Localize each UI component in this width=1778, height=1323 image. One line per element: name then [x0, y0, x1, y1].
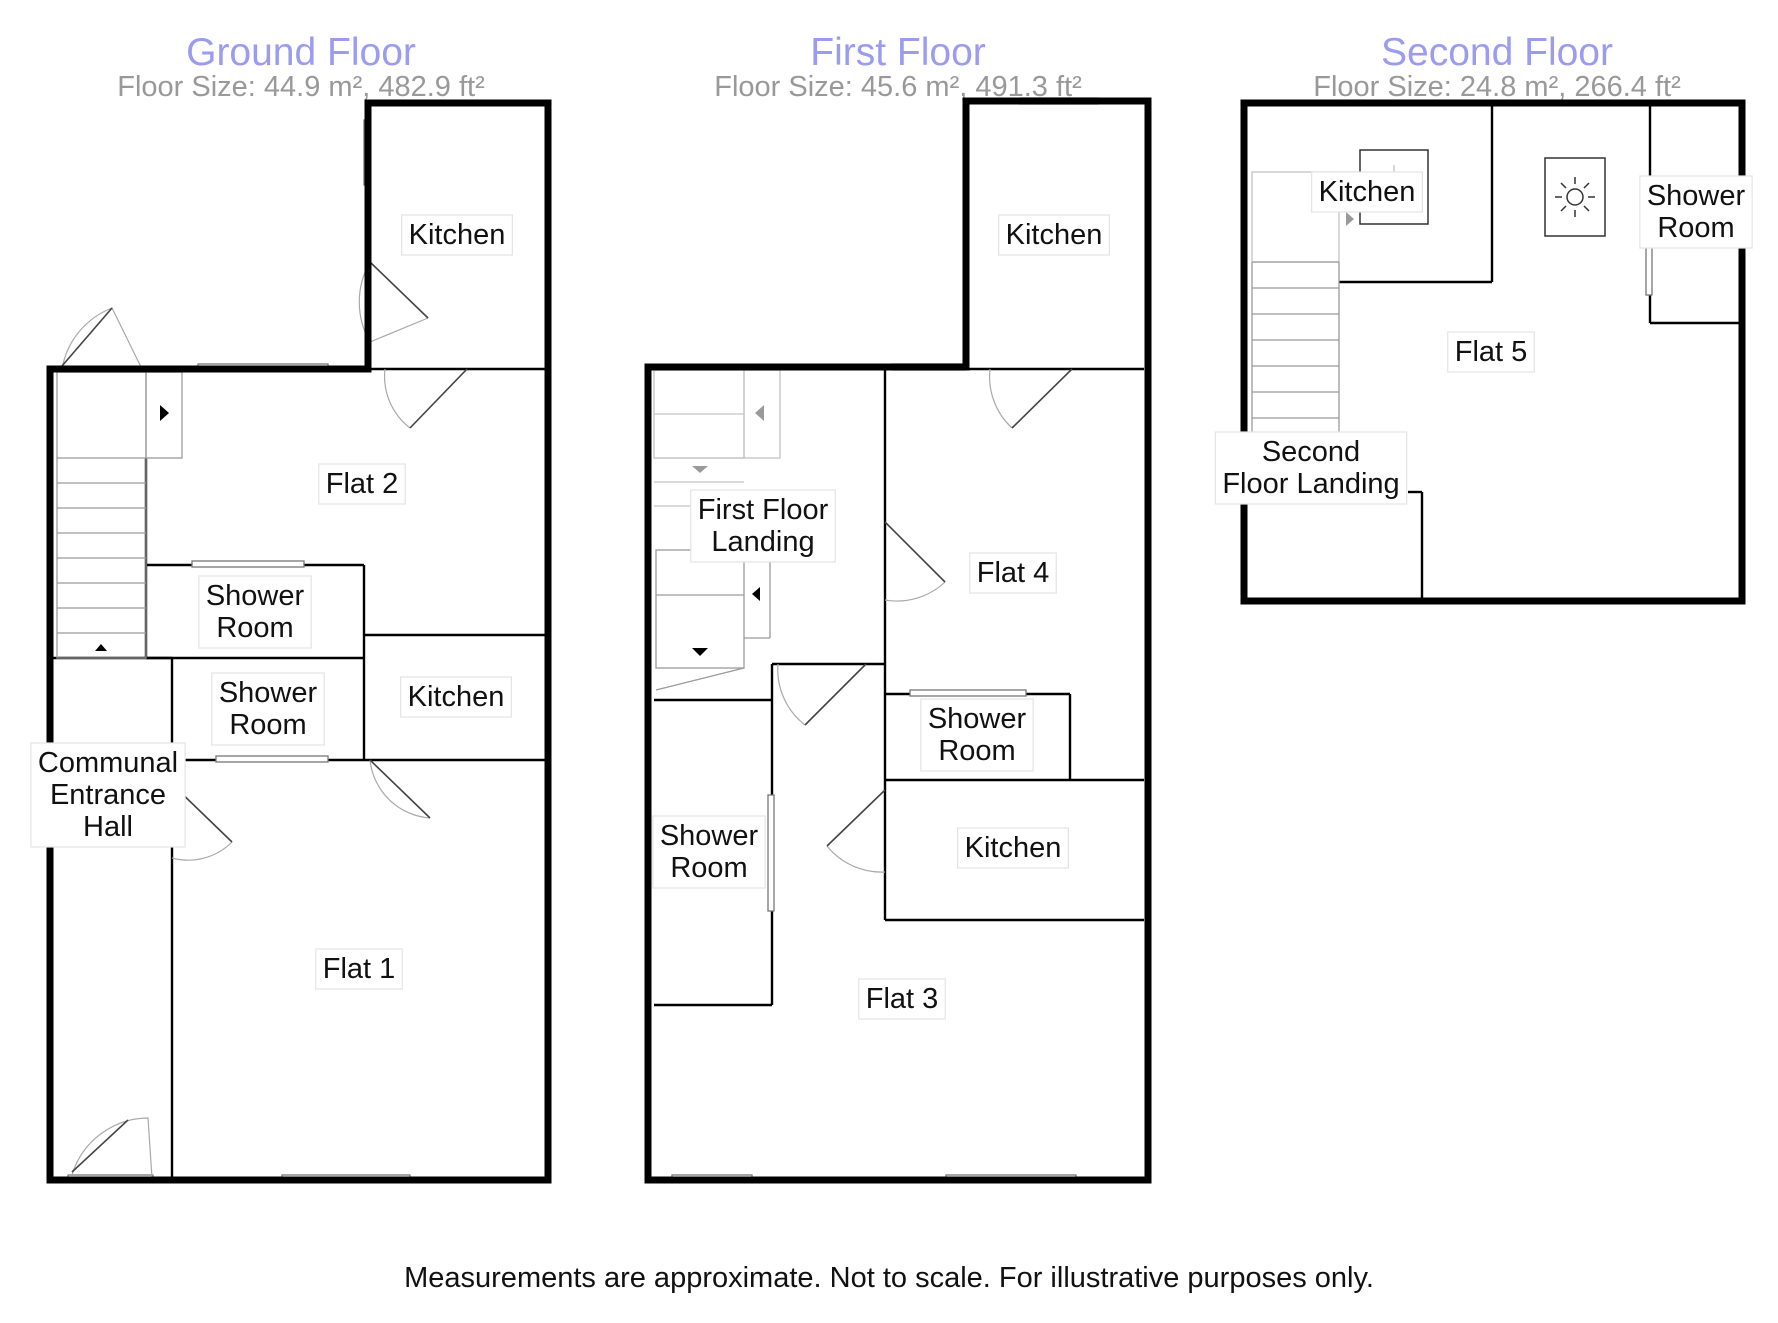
stair-direction-arrow-icon — [160, 405, 169, 421]
ground-floor-title: Ground Floor — [186, 31, 416, 74]
room-label-flat-2: Flat 2 — [318, 463, 406, 505]
room-label-line: Kitchen — [408, 681, 505, 713]
first-floor-stair-down-arrow-icon — [692, 466, 708, 473]
room-label-line: Landing — [711, 526, 814, 558]
room-label-background — [969, 552, 1057, 594]
room-label-line: Second — [1262, 436, 1360, 468]
room-label-background — [957, 827, 1069, 869]
room-label-background — [401, 214, 513, 256]
first-floor-doors — [777, 368, 1073, 873]
room-label-kitchen: Kitchen — [957, 827, 1069, 869]
room-label-line: Room — [938, 735, 1015, 767]
room-label-line: Room — [670, 852, 747, 884]
room-label-kitchen: Kitchen — [400, 676, 512, 718]
room-label-line: Flat 4 — [977, 557, 1050, 589]
room-label-background — [1639, 175, 1753, 249]
room-label-flat-4: Flat 4 — [969, 552, 1057, 594]
room-label-background — [400, 676, 512, 718]
room-label-line: Hall — [83, 811, 133, 843]
first-floor-exterior-wall — [644, 97, 1152, 1184]
second-floor-title: Second Floor — [1381, 31, 1613, 74]
room-label-flat-5: Flat 5 — [1447, 331, 1535, 373]
room-label-line: Shower — [219, 677, 318, 709]
room-label-line: Shower — [206, 580, 305, 612]
room-label-background — [315, 948, 403, 990]
room-label-background — [652, 815, 766, 889]
floor-headings: Ground Floor Floor Size: 44.9 m², 482.9 … — [117, 31, 1681, 103]
second-floor-stair-arrow-icon — [1346, 212, 1354, 226]
room-label-line: Shower — [660, 820, 759, 852]
room-label-line: Kitchen — [965, 832, 1062, 864]
room-label-kitchen: Kitchen — [1311, 171, 1423, 213]
room-label-line: Communal — [38, 747, 178, 779]
room-label-background — [30, 742, 186, 848]
first-floor-plan — [644, 97, 1152, 1184]
room-label-background — [1311, 171, 1423, 213]
room-label-line: Flat 1 — [323, 953, 396, 985]
room-label-background — [198, 575, 312, 649]
room-label-flat-1: Flat 1 — [315, 948, 403, 990]
room-label-line: Shower — [1647, 180, 1746, 212]
ground-floor-exterior-wall — [46, 99, 552, 1184]
room-label-line: Flat 3 — [866, 983, 939, 1015]
room-label-background — [1447, 331, 1535, 373]
first-floor-stair-arrow-icon — [755, 405, 764, 421]
second-floor-size: Floor Size: 24.8 m², 266.4 ft² — [1313, 71, 1681, 103]
room-label-line: Flat 2 — [326, 468, 399, 500]
room-label-line: Room — [229, 709, 306, 741]
ground-floor-size: Floor Size: 44.9 m², 482.9 ft² — [117, 71, 485, 103]
first-floor-stair-down-arrow-icon-2 — [692, 648, 708, 656]
room-label-background — [858, 978, 946, 1020]
room-label-background — [920, 698, 1034, 772]
first-floor-internal-walls — [654, 367, 1144, 1007]
room-label-line: Room — [1657, 212, 1734, 244]
ground-floor-plan — [46, 99, 552, 1184]
room-label-line: Shower — [928, 703, 1027, 735]
disclaimer-text: Measurements are approximate. Not to sca… — [404, 1262, 1374, 1294]
room-label-kitchen: Kitchen — [998, 214, 1110, 256]
room-label-line: First Floor — [698, 494, 829, 526]
ground-floor-staircase — [56, 371, 183, 659]
room-label-line: Kitchen — [1006, 219, 1103, 251]
room-label-line: Floor Landing — [1222, 468, 1399, 500]
room-label-line: Room — [216, 612, 293, 644]
room-label-line: Kitchen — [409, 219, 506, 251]
room-label-flat-3: Flat 3 — [858, 978, 946, 1020]
room-label-background — [1214, 431, 1408, 505]
stair-up-arrow-icon — [95, 644, 107, 651]
room-label-background — [318, 463, 406, 505]
second-floor-staircase — [1251, 171, 1360, 435]
room-label-line: Entrance — [50, 779, 166, 811]
room-label-line: Kitchen — [1319, 176, 1416, 208]
room-label-line: Flat 5 — [1455, 336, 1528, 368]
room-label-background — [690, 489, 836, 563]
ground-floor-windows — [67, 119, 411, 1183]
room-label-background — [998, 214, 1110, 256]
first-floor-stair-left-arrow-icon — [752, 587, 760, 601]
room-label-kitchen: Kitchen — [401, 214, 513, 256]
skylight-icon — [1544, 157, 1606, 237]
room-label-background — [211, 672, 325, 746]
ground-floor-doors — [61, 261, 468, 1179]
first-floor-title: First Floor — [810, 31, 986, 74]
